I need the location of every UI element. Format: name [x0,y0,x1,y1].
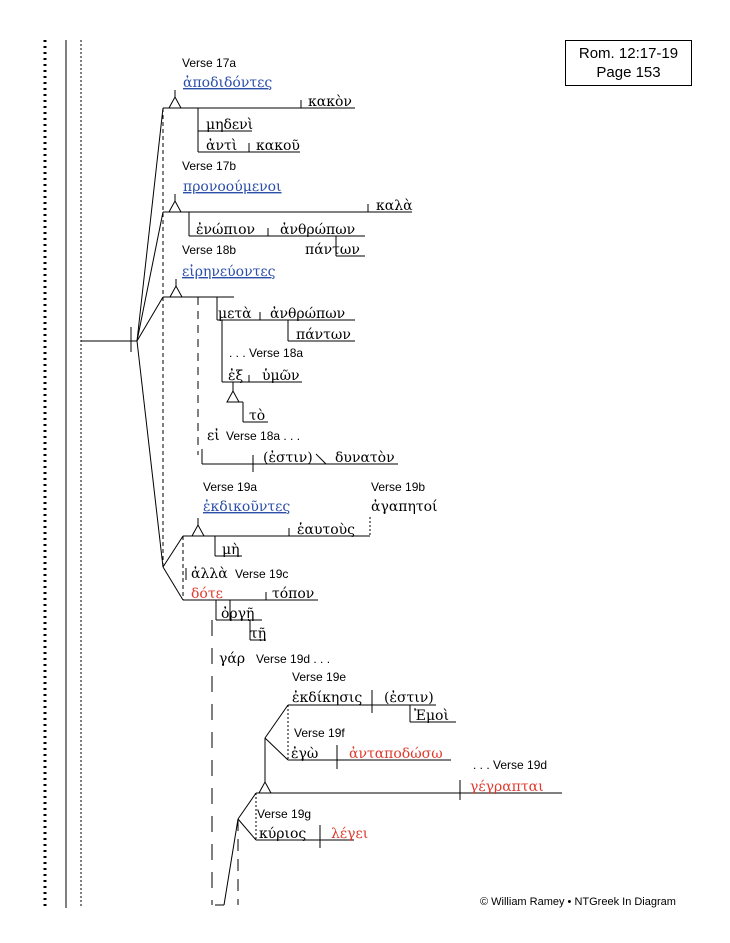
word-humon: ὑμῶν [262,367,300,384]
word-ekdikesis: ἐκδίκησις [292,689,362,706]
verse-label-19d-post: Verse 19d . . . [256,652,330,666]
word-anthropon: ἀνθρώπων [280,221,355,238]
diagram-lines [81,90,562,906]
word-kakou: κακοῦ [256,138,300,154]
word-ei: εἰ [207,427,220,444]
word-anti: ἀντὶ [206,137,237,154]
word-topon: τόπον [272,586,314,602]
word-heautous: ἑαυτοὺς [297,521,355,538]
page-number: Page 153 [596,64,661,81]
word-kala: καλὰ [376,198,413,214]
word-pronooumenoi: προνοούμενοι [183,179,282,195]
word-enopion: ἐνώπιον [196,221,255,238]
margin-rules [43,40,82,908]
word-ekdikountes: ἐκδικοῦντες [203,498,290,515]
word-ego: ἐγὼ [291,745,318,762]
greek-words: ἀποδιδόντες κακὸν μηδενὶ ἀντὶ κακοῦ προν… [182,74,544,842]
word-apodidontes: ἀποδιδόντες [183,74,272,91]
copyright-footer: © William Ramey • NTGreek In Diagram [480,896,676,908]
verse-label-19e: Verse 19e [292,670,346,684]
word-dunaton: δυνατὸν [335,450,395,466]
word-estin-2: (ἐστιν) [384,689,434,706]
reference-box: Rom. 12:17-19 Page 153 [565,40,692,86]
verse-label-19c: Verse 19c [235,567,288,581]
word-te: τῇ [250,626,266,642]
word-me: μὴ [222,542,240,558]
word-to: τὸ [249,408,265,424]
word-ex: ἐξ [228,367,244,384]
word-gar: γάρ [219,651,245,667]
passage-reference: Rom. 12:17-19 [578,45,679,62]
word-meta: μετὰ [218,306,252,322]
word-legei: λέγει [331,825,368,842]
verse-label-17a: Verse 17a [182,56,236,70]
verse-label-18b: Verse 18b [182,243,236,257]
word-anthropon-2: ἀνθρώπων [270,305,345,322]
word-eireneuontes: εἰρηνεύοντες [182,263,276,280]
verse-label-19d-pre: . . . Verse 19d [473,758,547,772]
word-panton: πάντων [305,242,360,258]
verse-labels: Verse 17a Verse 17b Verse 18b . . . Vers… [182,56,547,821]
verse-label-19g: Verse 19g [257,807,311,821]
verse-label-19a: Verse 19a [203,480,257,494]
word-emoi: Ἐμοὶ [414,707,449,724]
word-gegraptai: γέγραπται [470,778,544,795]
verse-label-17b: Verse 17b [182,159,236,173]
verse-label-19f: Verse 19f [294,726,345,740]
word-estin: (ἐστιν) [263,449,313,466]
word-kurios: κύριος [259,826,306,842]
word-orge: ὀργῇ [221,605,254,622]
word-alla: ἀλλὰ [191,565,228,582]
word-agapetoi: ἀγαπητοί [371,498,438,515]
word-antapodoso: ἀνταποδώσω [349,745,443,762]
word-kakon: κακὸν [308,94,352,110]
verse-label-18a-pre: . . . Verse 18a [229,346,303,360]
verse-label-19b: Verse 19b [371,480,425,494]
word-panton-2: πάντων [296,327,351,343]
word-dote: δότε [191,586,223,602]
word-medeni: μηδενὶ [206,116,253,133]
verse-label-18a-post: Verse 18a . . . [226,429,300,443]
